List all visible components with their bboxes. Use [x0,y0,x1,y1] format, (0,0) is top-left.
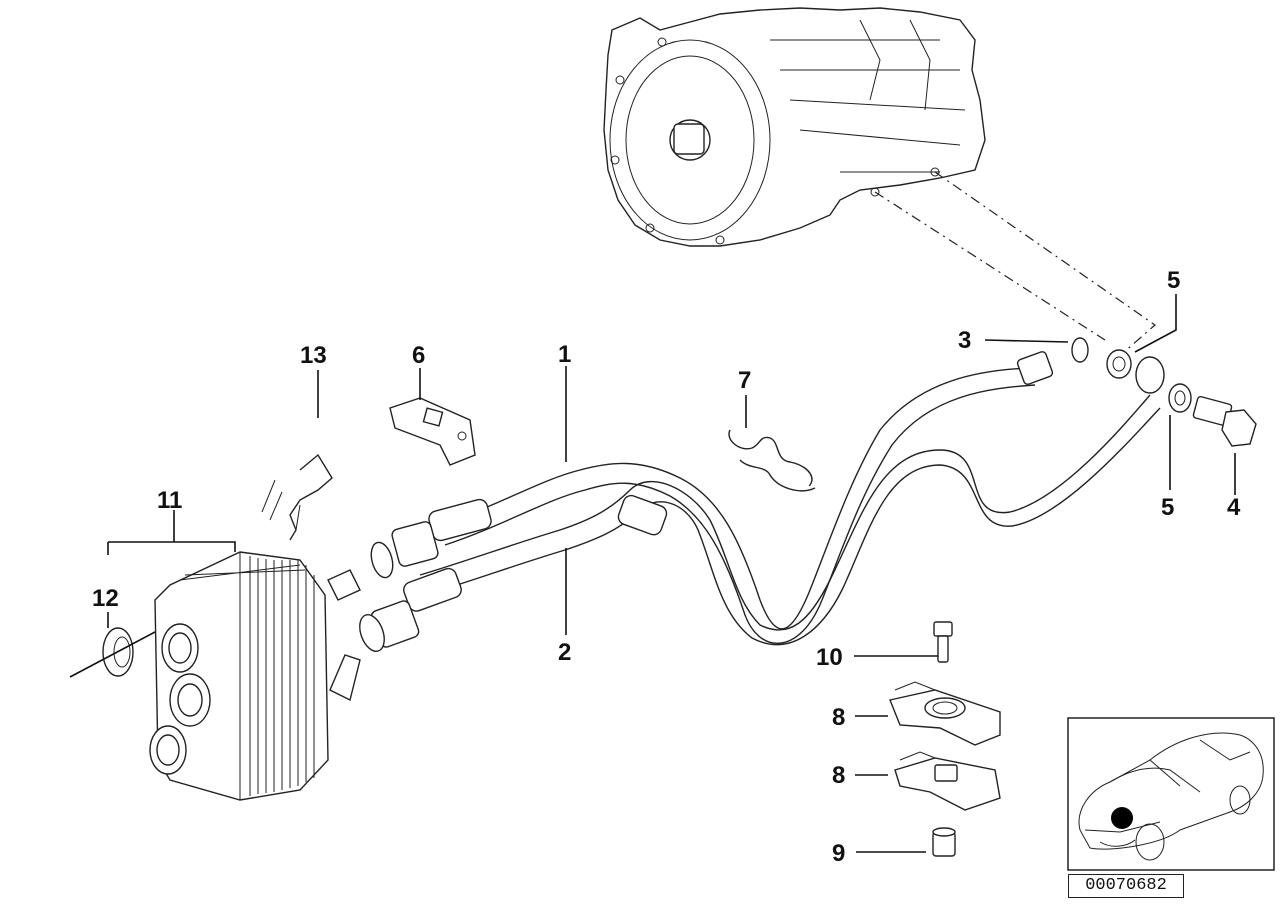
callout-labels: 1 2 3 4 5 5 6 7 8 8 9 10 11 12 13 [92,267,1241,867]
callout-9: 9 [832,840,845,867]
callout-4: 4 [1227,494,1241,521]
callout-12: 12 [92,585,119,612]
callout-7: 7 [738,367,751,394]
vehicle-locator-thumbnail [1067,717,1275,871]
callout-11: 11 [157,487,182,514]
transmission-illustration [603,7,986,247]
callout-5-bottom: 5 [1161,494,1174,521]
clamp-7 [728,429,816,492]
callout-3: 3 [958,327,971,354]
hose-fittings [359,494,668,652]
oil-cooler-hoses [419,367,1161,646]
bolt-10 [933,621,953,663]
oil-cooler [149,551,361,801]
callout-8-upper: 8 [832,704,845,731]
callout-13: 13 [300,342,327,369]
callout-6: 6 [412,342,425,369]
bracket-6 [389,397,476,466]
callout-2: 2 [558,639,571,666]
callout-8-lower: 8 [832,762,845,789]
banjo-fittings [1016,337,1257,447]
bush-9 [932,827,956,857]
location-marker [1111,807,1133,829]
callout-1: 1 [558,341,571,368]
diagram-number: 00070682 [1068,874,1184,898]
holder-8-upper [889,681,1001,746]
leader-lines [107,294,1236,853]
callout-5-top: 5 [1167,267,1180,294]
seal-ring [69,627,156,678]
holder-8-lower [894,751,1001,811]
callout-10: 10 [816,644,843,671]
clip-13 [261,453,333,541]
assembly-dashed-lines [874,171,1156,361]
